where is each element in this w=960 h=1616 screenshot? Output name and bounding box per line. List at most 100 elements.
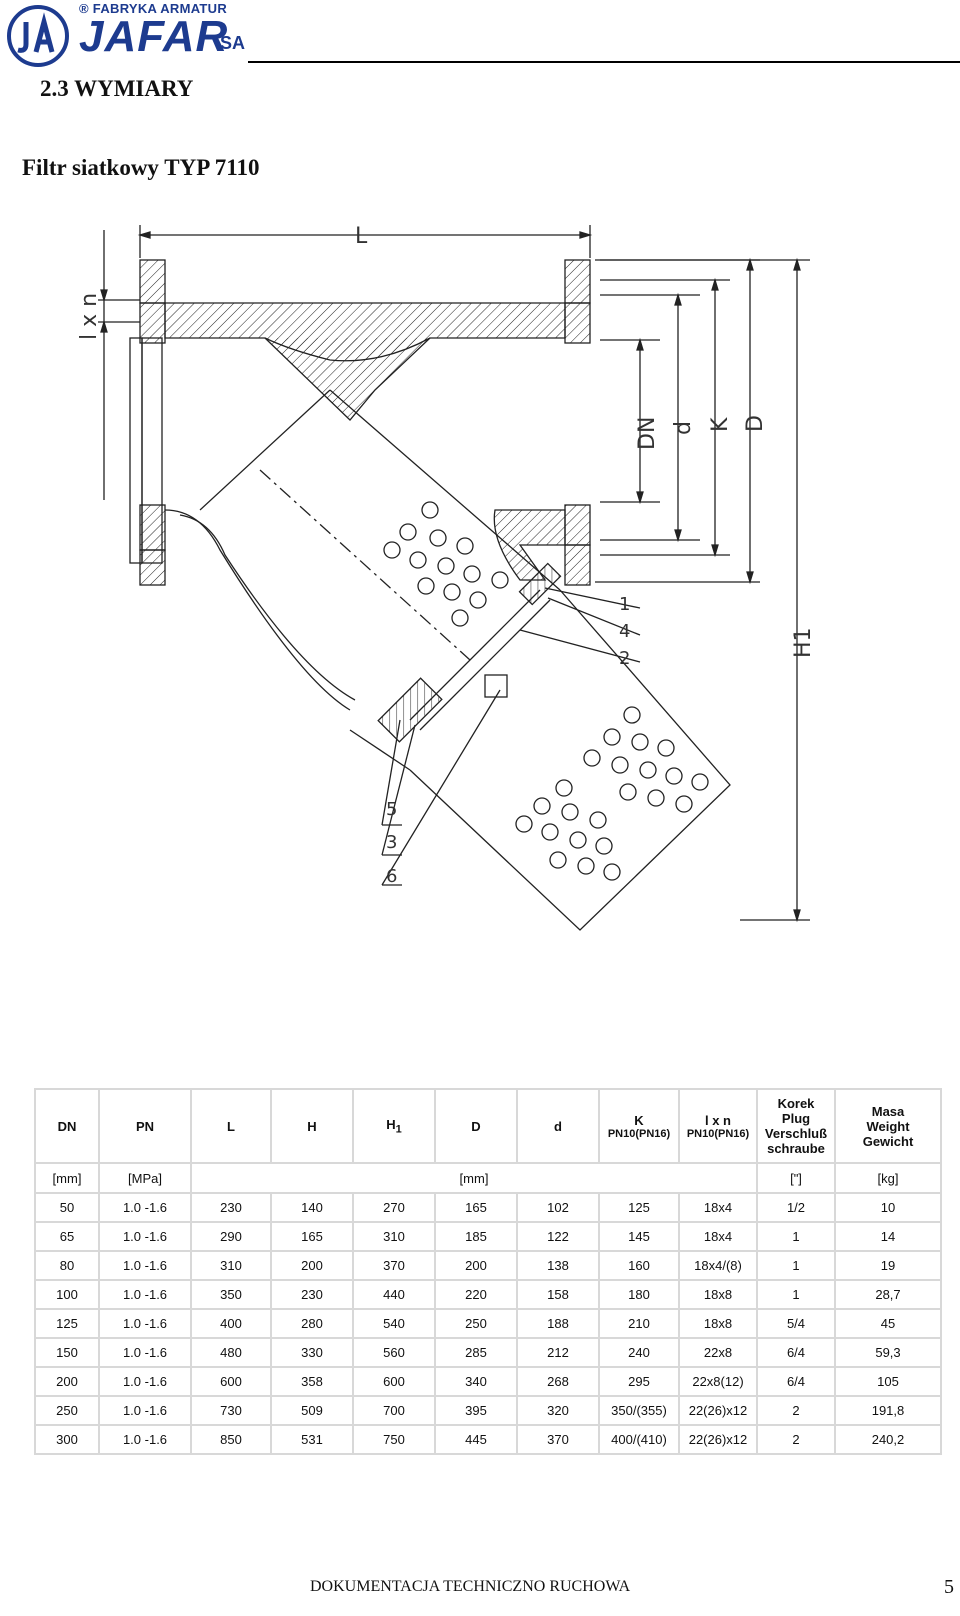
table-cell: 250 — [34, 1395, 100, 1426]
table-cell: 400/(410) — [598, 1424, 680, 1455]
table-cell: 295 — [598, 1366, 680, 1397]
table-cell: 160 — [598, 1250, 680, 1281]
table-cell: 200 — [434, 1250, 518, 1281]
col-l: L — [190, 1088, 272, 1164]
col-h1-label: H — [386, 1116, 396, 1132]
table-cell: 18x8 — [678, 1308, 758, 1339]
table-cell: 440 — [352, 1279, 436, 1310]
table-cell: 280 — [270, 1308, 354, 1339]
table-cell: 19 — [834, 1250, 942, 1281]
masa-de: Gewicht — [862, 1133, 914, 1149]
table-cell: 600 — [190, 1366, 272, 1397]
label-d: d — [671, 421, 696, 435]
label-L: L — [355, 224, 368, 249]
table-cell: 220 — [434, 1279, 518, 1310]
table-cell: 22(26)x12 — [678, 1424, 758, 1455]
table-cell: 50 — [34, 1192, 100, 1223]
col-h1: H1 — [352, 1088, 436, 1164]
table-cell: 18x4 — [678, 1221, 758, 1252]
table-units-row: [mm] [MPa] [mm] ["] [kg] — [34, 1162, 942, 1194]
table-cell: 138 — [516, 1250, 600, 1281]
table-cell: 1.0 -1.6 — [98, 1366, 192, 1397]
table-cell: 285 — [434, 1337, 518, 1368]
table-cell: 65 — [34, 1221, 100, 1252]
part-3-label: 3 — [386, 832, 397, 853]
table-cell: 240,2 — [834, 1424, 942, 1455]
table-cell: 18x4/(8) — [678, 1250, 758, 1281]
table-cell: 102 — [516, 1192, 600, 1223]
label-K: K — [708, 417, 733, 432]
table-cell: 165 — [434, 1192, 518, 1223]
table-cell: 395 — [434, 1395, 518, 1426]
table-cell: 1.0 -1.6 — [98, 1192, 192, 1223]
table-cell: 59,3 — [834, 1337, 942, 1368]
unit-pn: [MPa] — [98, 1162, 192, 1194]
part-4-label: 4 — [619, 621, 630, 642]
label-lxn: l x n — [77, 293, 102, 340]
table-cell: 10 — [834, 1192, 942, 1223]
table-cell: 5/4 — [756, 1308, 836, 1339]
table-cell: 14 — [834, 1221, 942, 1252]
table-cell: 230 — [270, 1279, 354, 1310]
col-masa: Masa Weight Gewicht — [834, 1088, 942, 1164]
part-1-label: 1 — [619, 594, 630, 615]
table-cell: 1.0 -1.6 — [98, 1250, 192, 1281]
part-2-label: 2 — [619, 648, 630, 669]
table-cell: 540 — [352, 1308, 436, 1339]
table-cell: 230 — [190, 1192, 272, 1223]
table-cell: 200 — [270, 1250, 354, 1281]
table-cell: 509 — [270, 1395, 354, 1426]
table-cell: 22x8 — [678, 1337, 758, 1368]
table-cell: 268 — [516, 1366, 600, 1397]
col-lxn-label: l x n — [704, 1112, 731, 1128]
table-cell: 240 — [598, 1337, 680, 1368]
brand-tagline: ® FABRYKA ARMATUR — [79, 1, 228, 16]
table-cell: 250 — [434, 1308, 518, 1339]
table-cell: 45 — [834, 1308, 942, 1339]
page-number: 5 — [944, 1576, 954, 1598]
table-cell: 1.0 -1.6 — [98, 1424, 192, 1455]
table-cell: 18x4 — [678, 1192, 758, 1223]
col-pn: PN — [98, 1088, 192, 1164]
col-k-label: K — [634, 1112, 644, 1128]
table-cell: 210 — [598, 1308, 680, 1339]
table-cell: 22x8(12) — [678, 1366, 758, 1397]
label-DN: DN — [635, 417, 660, 450]
table-cell: 1.0 -1.6 — [98, 1308, 192, 1339]
table-cell: 370 — [516, 1424, 600, 1455]
col-h1-sub: 1 — [395, 1123, 402, 1136]
table-cell: 18x8 — [678, 1279, 758, 1310]
col-lxn-sub: PN10(PN16) — [686, 1127, 750, 1140]
table-cell: 480 — [190, 1337, 272, 1368]
table-cell: 140 — [270, 1192, 354, 1223]
table-cell: 350/(355) — [598, 1395, 680, 1426]
footer-text: DOKUMENTACJA TECHNICZNO RUCHOWA — [310, 1578, 631, 1595]
table-cell: 320 — [516, 1395, 600, 1426]
table-cell: 1.0 -1.6 — [98, 1221, 192, 1252]
table-cell: 158 — [516, 1279, 600, 1310]
table-cell: 180 — [598, 1279, 680, 1310]
table-cell: 1.0 -1.6 — [98, 1279, 192, 1310]
table-cell: 330 — [270, 1337, 354, 1368]
table-cell: 560 — [352, 1337, 436, 1368]
table-cell: 22(26)x12 — [678, 1395, 758, 1426]
section-title: 2.3 WYMIARY — [40, 76, 194, 101]
label-H1: H1 — [791, 627, 816, 658]
table-cell: 1.0 -1.6 — [98, 1337, 192, 1368]
table-cell: 100 — [34, 1279, 100, 1310]
table-cell: 1 — [756, 1279, 836, 1310]
table-cell: 310 — [190, 1250, 272, 1281]
unit-mm: [mm] — [190, 1162, 758, 1194]
masa-pl: Masa — [871, 1103, 905, 1119]
col-h: H — [270, 1088, 354, 1164]
